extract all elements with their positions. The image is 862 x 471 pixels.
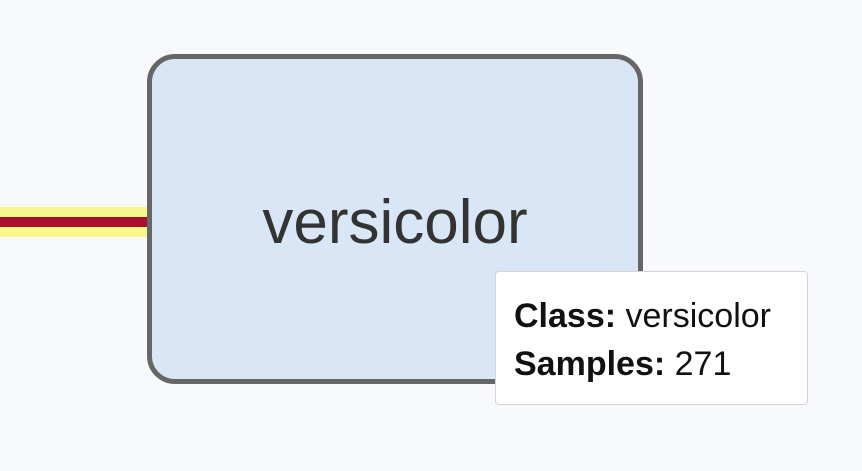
incoming-edge[interactable] [0,207,150,237]
node-tooltip: Class: versicolor Samples: 271 [495,271,808,405]
tooltip-class-value: versicolor [625,297,771,335]
tooltip-class-key: Class: [514,297,617,335]
tooltip-samples-key: Samples: [514,345,666,383]
tooltip-class-row: Class: versicolor [514,292,789,340]
tooltip-samples-value: 271 [674,345,732,383]
edge-line [0,217,150,227]
node-label: versicolor [262,188,528,257]
tooltip-samples-row: Samples: 271 [514,340,789,388]
